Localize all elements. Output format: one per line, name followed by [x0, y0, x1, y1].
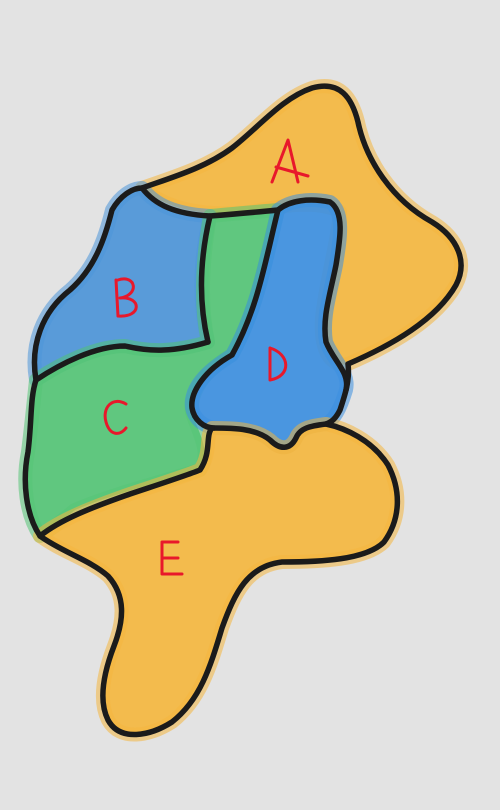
boundary-d: [275, 197, 350, 393]
boundary-c-e: [37, 425, 215, 539]
label-a: [270, 138, 310, 184]
boundary-c-d: [189, 207, 281, 431]
outer-boundary: [22, 83, 464, 738]
label-c: [103, 399, 128, 435]
label-d: [268, 346, 288, 382]
boundary-b-c: [33, 339, 211, 383]
boundary-d-e: [211, 421, 329, 450]
boundary-b-c-vertical: [198, 213, 213, 345]
region-outlines: [22, 83, 464, 738]
label-b: [114, 277, 138, 318]
label-e: [160, 540, 184, 576]
